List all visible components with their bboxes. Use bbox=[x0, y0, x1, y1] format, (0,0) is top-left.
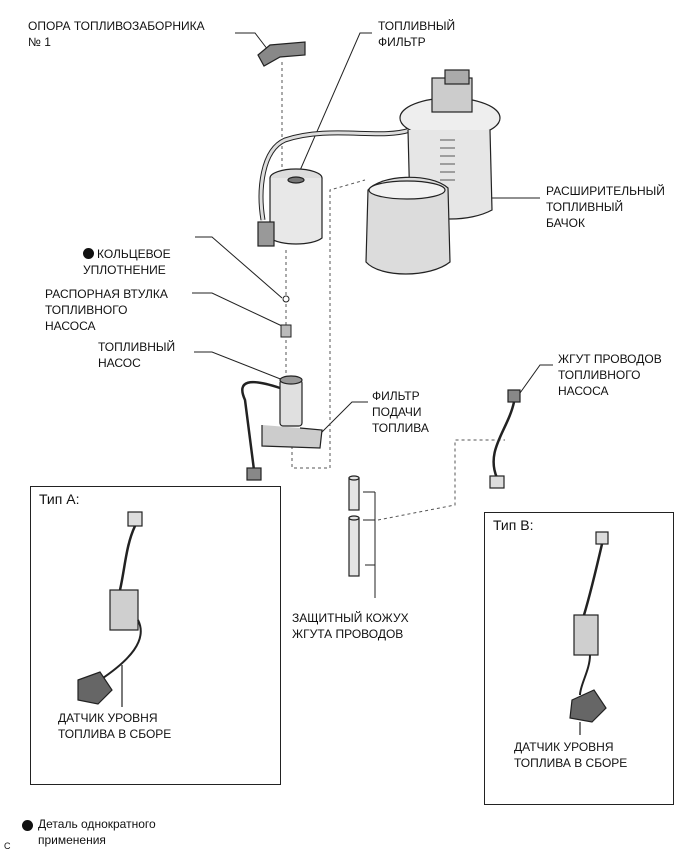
leader-harness bbox=[519, 364, 553, 394]
fuel-filter-part bbox=[257, 127, 411, 247]
type-a-title: Тип A: bbox=[39, 491, 80, 507]
o-ring-part bbox=[282, 295, 290, 303]
label-sub-tank: РАСШИРИТЕЛЬНЫЙ ТОПЛИВНЫЙ БАЧОК bbox=[546, 184, 665, 230]
leader-protector bbox=[365, 492, 376, 598]
label-sender-gauge-a: ДАТЧИК УРОВНЯ ТОПЛИВА В СБОРЕ bbox=[58, 711, 172, 741]
leader-intake bbox=[315, 401, 368, 439]
label-pump-spacer: РАСПОРНАЯ ВТУЛКА ТОПЛИВНОГО НАСОСА bbox=[45, 287, 168, 333]
leader-spacer bbox=[192, 292, 283, 327]
leader-filter bbox=[297, 32, 372, 176]
single-use-dot-icon bbox=[83, 248, 94, 259]
protector-part bbox=[348, 475, 360, 577]
label-intake-filter: ФИЛЬТР ПОДАЧИ ТОПЛИВА bbox=[372, 389, 429, 435]
bracket-part bbox=[257, 41, 306, 67]
leader-oring bbox=[195, 236, 283, 299]
leader-bracket bbox=[235, 32, 269, 51]
label-o-ring: КОЛЬЦЕВОЕ УПЛОТНЕНИЕ bbox=[83, 247, 171, 277]
legend-text: Деталь однократного применения bbox=[38, 817, 156, 847]
label-o-ring-row: КОЛЬЦЕВОЕ УПЛОТНЕНИЕ bbox=[83, 230, 171, 278]
legend-corner-code: C bbox=[4, 841, 11, 851]
type-b-panel: Тип B: bbox=[484, 512, 674, 805]
wire-harness-part bbox=[489, 389, 521, 489]
sub-tank-part bbox=[365, 69, 501, 275]
label-harness-protector: ЗАЩИТНЫЙ КОЖУХ ЖГУТА ПРОВОДОВ bbox=[292, 611, 409, 641]
label-wire-harness: ЖГУТ ПРОВОДОВ ТОПЛИВНОГО НАСОСА bbox=[558, 352, 662, 398]
fuel-pump-part bbox=[241, 375, 323, 481]
legend-dot-icon bbox=[22, 820, 33, 831]
type-b-title: Тип B: bbox=[493, 517, 534, 533]
spacer-part bbox=[280, 324, 292, 338]
label-sender-gauge-b: ДАТЧИК УРОВНЯ ТОПЛИВА В СБОРЕ bbox=[514, 740, 628, 770]
label-fuel-suction-bracket: ОПОРА ТОПЛИВОЗАБОРНИКА № 1 bbox=[28, 19, 205, 49]
label-fuel-pump: ТОПЛИВНЫЙ НАСОС bbox=[98, 340, 176, 370]
label-fuel-filter: ТОПЛИВНЫЙ ФИЛЬТР bbox=[378, 19, 456, 49]
leader-pump bbox=[194, 351, 289, 383]
type-a-panel: Тип A: bbox=[30, 486, 281, 785]
